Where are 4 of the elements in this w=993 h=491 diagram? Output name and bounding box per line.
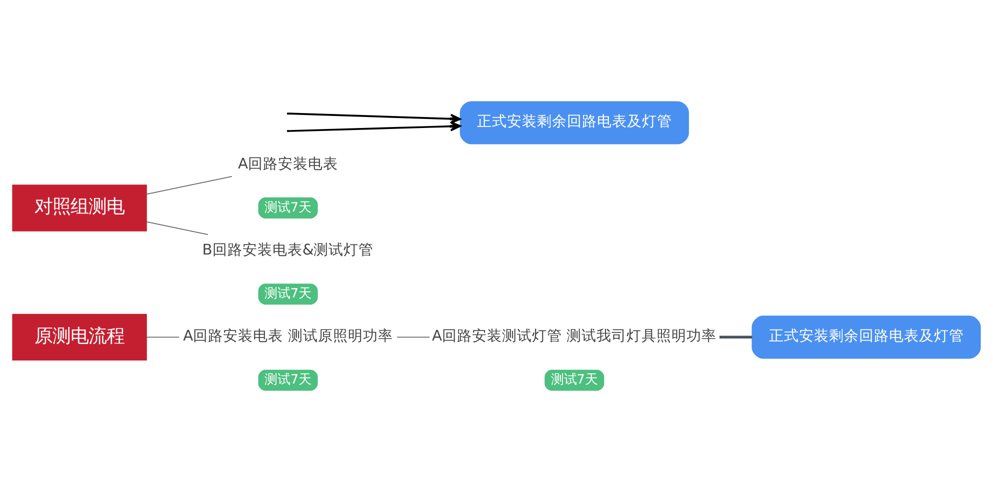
node-text: A回路安装电表 测试原照明功率 (183, 327, 393, 344)
node-text: B回路安装电表&测试灯管 (202, 241, 374, 258)
node-text: A回路安装测试灯管 测试我司灯具照明功率 (432, 327, 717, 344)
node-text: A回路安装电表 (238, 154, 338, 172)
